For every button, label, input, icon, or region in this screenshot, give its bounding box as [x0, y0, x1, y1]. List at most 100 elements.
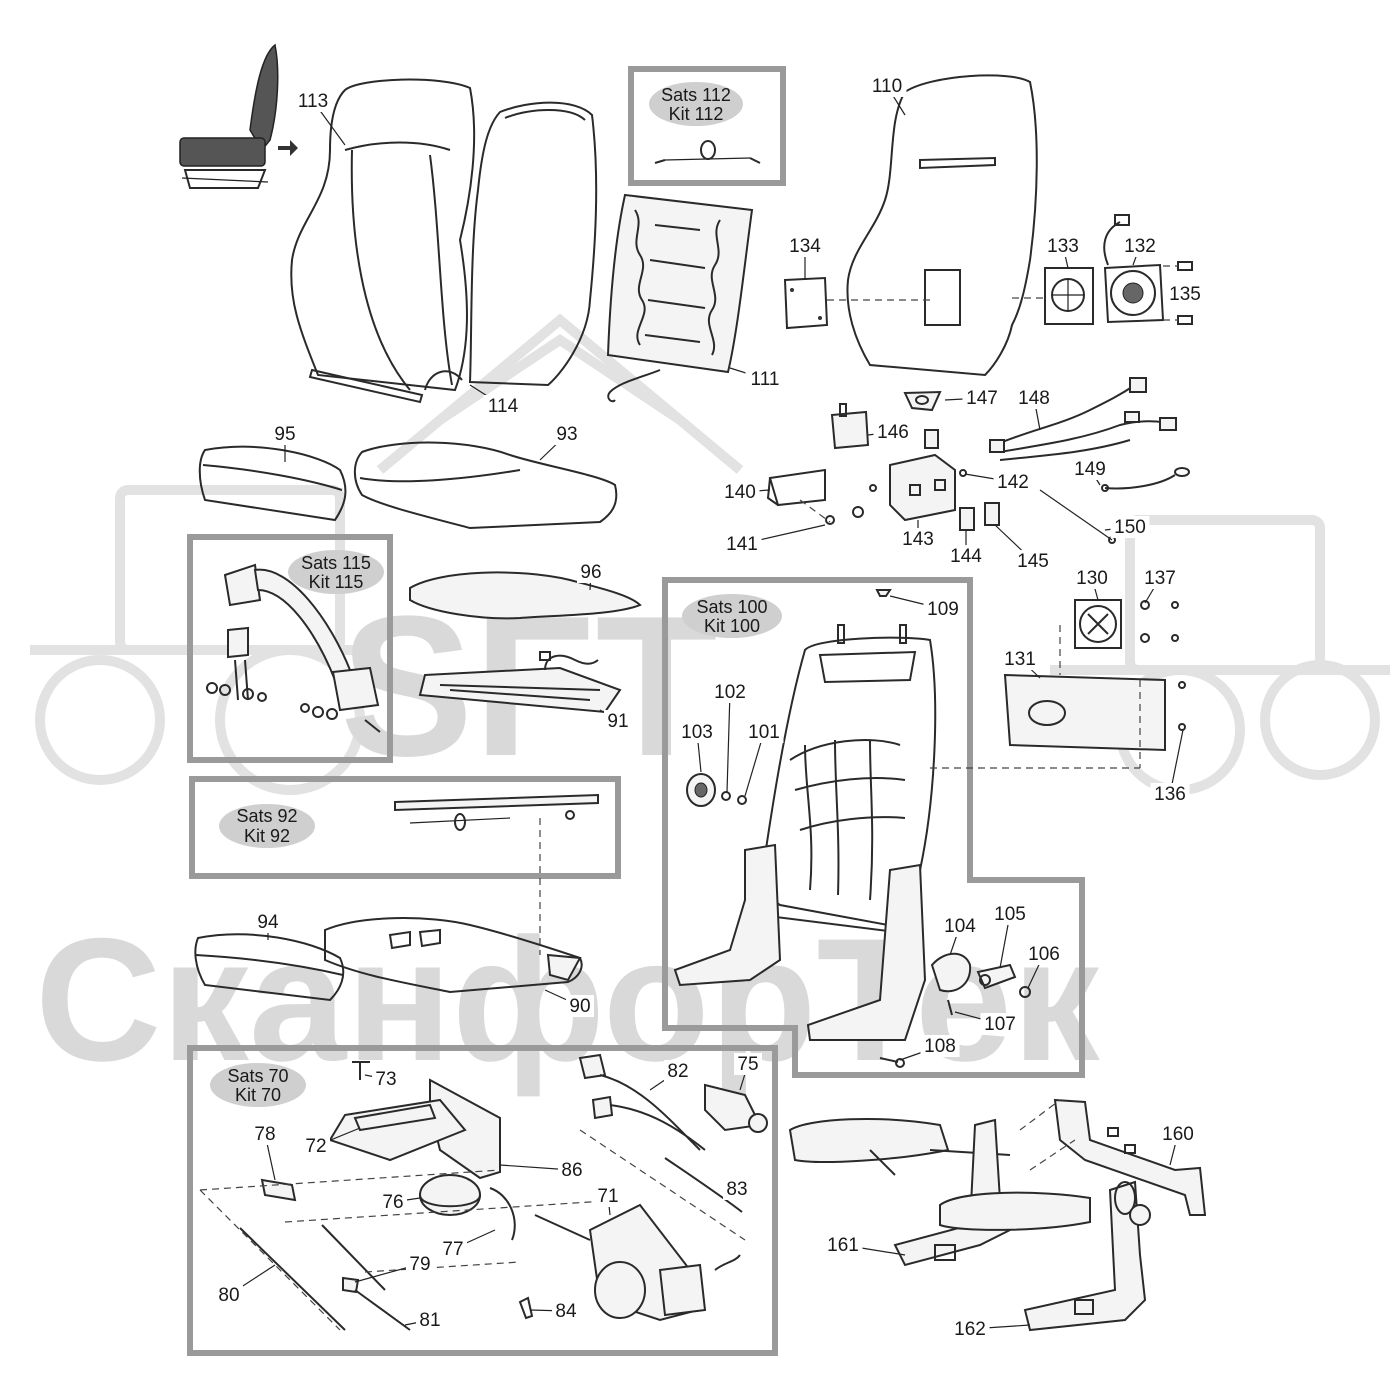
label-background	[552, 1300, 580, 1322]
fan-cover-133	[1012, 267, 1094, 325]
part-number: 80	[218, 1285, 239, 1306]
part-label-109: 109	[889, 595, 963, 620]
switch-housing-143	[889, 453, 956, 522]
label-background	[898, 528, 938, 550]
label-background	[923, 598, 963, 620]
rocker-switch-144	[959, 507, 975, 531]
part-label-73: 73	[364, 1068, 400, 1090]
armrest-dashes	[1019, 1099, 1076, 1171]
part-label-146: 146	[867, 421, 913, 443]
seat-cushion-95	[198, 445, 347, 522]
label-background	[566, 995, 594, 1017]
part-label-103: 103	[677, 721, 717, 773]
part-label-140: 140	[720, 481, 771, 503]
part-label-161: 161	[823, 1234, 906, 1256]
label-background	[293, 90, 333, 112]
part-number: 95	[274, 424, 295, 445]
part-number: 72	[305, 1136, 326, 1157]
part-label-95: 95	[271, 423, 299, 462]
part-number: 142	[997, 472, 1029, 493]
label-background	[867, 75, 907, 97]
kit-100-frame	[662, 577, 1085, 1078]
part-number: 96	[580, 562, 601, 583]
part-number: 140	[724, 482, 756, 503]
cap-106-icon	[1019, 986, 1031, 998]
label-background	[1043, 235, 1083, 257]
rod-81	[354, 1289, 411, 1331]
part-label-79: 79	[354, 1253, 434, 1283]
part-number: 78	[254, 1124, 275, 1145]
label-background	[744, 721, 784, 743]
label-background	[1158, 1123, 1198, 1145]
part-label-160: 160	[1158, 1123, 1198, 1166]
backrest-110	[846, 74, 1038, 377]
switch-146	[830, 403, 870, 450]
label-background	[745, 368, 785, 390]
watermark-tractor-right-icon	[1050, 515, 1390, 795]
part-number: 137	[1144, 568, 1176, 589]
part-label-106: 106	[1024, 943, 1064, 989]
part-number: 73	[375, 1069, 396, 1090]
elbow-84	[518, 1296, 534, 1320]
part-number: 145	[1017, 551, 1049, 572]
screws-136	[1178, 681, 1186, 731]
part-number: 130	[1076, 568, 1108, 589]
label-background	[254, 911, 282, 933]
label-background	[406, 1253, 434, 1275]
part-label-162: 162	[950, 1318, 1031, 1340]
switch-plate-147	[903, 390, 942, 412]
label-background	[823, 1234, 863, 1256]
part-number: 114	[488, 396, 519, 417]
kit-115-frame	[187, 534, 393, 763]
part-label-130: 130	[1072, 567, 1112, 601]
part-number: 79	[409, 1254, 430, 1275]
label-background	[1000, 648, 1040, 670]
label-background	[720, 481, 760, 503]
label-background	[873, 421, 913, 443]
part-label-132: 132	[1120, 235, 1160, 266]
nut-101-icon	[737, 795, 747, 805]
part-label-147: 147	[944, 387, 1002, 409]
part-label-110: 110	[867, 75, 907, 116]
part-number: 83	[726, 1179, 747, 1200]
part-label-101: 101	[744, 721, 784, 797]
label-background	[946, 545, 986, 567]
screws-137	[1140, 600, 1179, 643]
label-background	[483, 395, 523, 417]
part-label-75: 75	[734, 1053, 762, 1091]
part-number: 148	[1018, 388, 1050, 409]
knob-103	[686, 773, 716, 807]
kit-pill-70: Sats 70 Kit 70	[210, 1063, 306, 1107]
part-label-142: 142	[964, 471, 1033, 493]
part-label-149: 149	[1070, 458, 1110, 486]
part-number: 134	[789, 236, 821, 257]
part-label-113: 113	[293, 90, 346, 146]
part-label-76: 76	[379, 1191, 421, 1213]
rods-80	[239, 1224, 386, 1331]
label-background	[215, 1284, 243, 1306]
label-background	[1072, 567, 1112, 589]
kit-pill-115: Sats 115 Kit 115	[288, 550, 384, 594]
part-label-83: 83	[723, 1178, 751, 1201]
label-background	[416, 1309, 444, 1331]
washer-102-icon	[721, 791, 731, 801]
part-label-72: 72	[302, 1127, 361, 1157]
label-background	[558, 1159, 586, 1181]
part-number: 107	[984, 1014, 1016, 1035]
part-label-150: 150	[1104, 516, 1150, 538]
part-label-136: 136	[1150, 729, 1190, 805]
part-label-107: 107	[954, 1011, 1020, 1035]
armrest-bracket-162	[1023, 1180, 1151, 1332]
label-background	[271, 423, 299, 445]
part-number: 77	[442, 1239, 463, 1260]
part-number: 136	[1154, 784, 1186, 805]
compressor-71	[534, 1203, 741, 1322]
label-background	[439, 1238, 467, 1260]
part-number: 111	[751, 369, 780, 390]
label-background	[920, 1035, 960, 1057]
label-background	[1024, 943, 1064, 965]
label-background	[1110, 516, 1150, 538]
svg-text:Kit 70: Kit 70	[235, 1085, 281, 1105]
kit-92-frame	[189, 776, 621, 879]
